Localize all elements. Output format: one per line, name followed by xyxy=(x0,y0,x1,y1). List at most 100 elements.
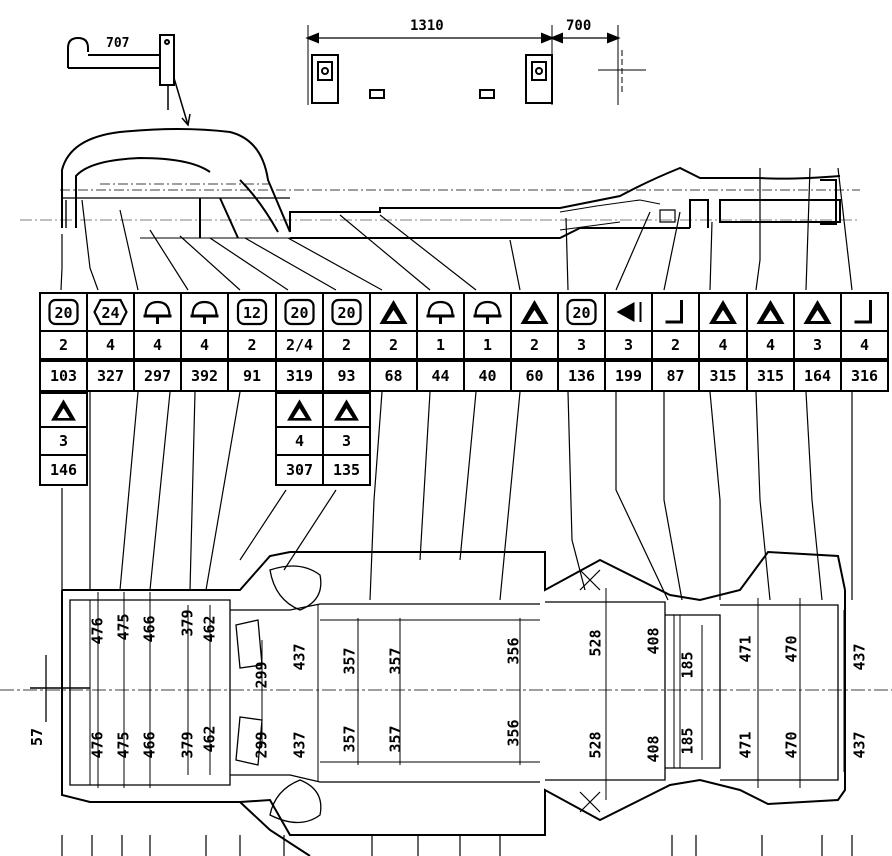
plan-dim-lower-12: 408 xyxy=(644,735,663,763)
table-number-8: 68 xyxy=(369,360,418,392)
table-quantity-10: 1 xyxy=(463,330,512,360)
triangle-icon xyxy=(379,300,408,324)
table-symbol-17 xyxy=(793,292,842,332)
plan-dim-upper-8: 357 xyxy=(340,647,359,675)
box-20-icon: 20 xyxy=(566,298,597,326)
plan-dim-upper-16: 437 xyxy=(850,643,869,671)
plan-dim-lower-3: 466 xyxy=(140,731,159,759)
box-20-icon: 20 xyxy=(331,298,362,326)
table-number-7: 93 xyxy=(322,360,371,392)
support-icon xyxy=(190,300,219,324)
table-symbol-8 xyxy=(369,292,418,332)
plan-dim-lower-6: 299 xyxy=(252,731,271,759)
plan-dim-upper-3: 466 xyxy=(140,615,159,643)
table-number-2: 327 xyxy=(86,360,135,392)
table-symbol-4 xyxy=(180,292,229,332)
table-number-6: 319 xyxy=(275,360,324,392)
table-number-11: 60 xyxy=(510,360,559,392)
support-icon xyxy=(426,300,455,324)
table-quantity-18: 4 xyxy=(840,330,889,360)
table-symbol-2: 24 xyxy=(86,292,135,332)
table-symbol-5: 12 xyxy=(227,292,277,332)
triangle-icon xyxy=(51,399,76,421)
plan-dim-upper-15: 470 xyxy=(782,635,801,663)
bracket-icon xyxy=(854,300,872,324)
table-symbol-3 xyxy=(133,292,182,332)
triangle-icon xyxy=(334,399,359,421)
leader-lines-bottom xyxy=(61,391,853,601)
plan-dim-lower-8: 357 xyxy=(340,725,359,753)
table-extra-number-3: 135 xyxy=(322,454,371,486)
table-quantity-13: 3 xyxy=(604,330,653,360)
leader-lines-top xyxy=(60,167,853,291)
plan-dim-upper-4: 379 xyxy=(178,609,197,637)
table-extra-symbol-2 xyxy=(275,392,324,428)
table-symbol-11 xyxy=(510,292,559,332)
plan-dim-upper-7: 437 xyxy=(290,643,309,671)
table-quantity-4: 4 xyxy=(180,330,229,360)
table-number-5: 91 xyxy=(227,360,277,392)
table-extra-symbol-3 xyxy=(322,392,371,428)
table-extra-quantity-3: 3 xyxy=(322,426,371,456)
triangle-icon xyxy=(803,300,832,324)
box-20-icon: 20 xyxy=(48,298,79,326)
table-symbol-10 xyxy=(463,292,512,332)
table-symbol-14 xyxy=(651,292,700,332)
dim-700: 700 xyxy=(566,18,592,34)
detail-hook xyxy=(67,34,191,127)
table-symbol-13 xyxy=(604,292,653,332)
svg-text:20: 20 xyxy=(54,304,72,322)
table-symbol-16 xyxy=(746,292,795,332)
svg-text:20: 20 xyxy=(290,304,308,322)
plan-dim-lower-11: 528 xyxy=(586,731,605,759)
dim-57: 57 xyxy=(28,727,47,747)
table-number-18: 316 xyxy=(840,360,889,392)
plan-dim-lower-15: 470 xyxy=(782,731,801,759)
table-symbol-6: 20 xyxy=(275,292,324,332)
plan-dim-upper-9: 357 xyxy=(386,647,405,675)
plan-dim-lower-13: 185 xyxy=(678,727,697,755)
bottom-stubs xyxy=(61,835,853,856)
table-symbol-15 xyxy=(698,292,748,332)
table-number-4: 392 xyxy=(180,360,229,392)
table-quantity-6: 2/4 xyxy=(275,330,324,360)
table-number-1: 103 xyxy=(39,360,88,392)
svg-text:20: 20 xyxy=(572,304,590,322)
table-quantity-12: 3 xyxy=(557,330,606,360)
plan-dimension-lines xyxy=(97,588,845,800)
table-quantity-16: 4 xyxy=(746,330,795,360)
table-quantity-3: 4 xyxy=(133,330,182,360)
hex-24-icon: 24 xyxy=(93,298,128,326)
table-symbol-12: 20 xyxy=(557,292,606,332)
plan-dim-lower-9: 357 xyxy=(386,725,405,753)
triangle-icon xyxy=(520,300,549,324)
svg-text:20: 20 xyxy=(337,304,355,322)
plan-dim-upper-11: 528 xyxy=(586,629,605,657)
table-number-3: 297 xyxy=(133,360,182,392)
dim-1310: 1310 xyxy=(410,18,444,34)
plan-dim-upper-5: 462 xyxy=(200,615,219,643)
box-20-icon: 20 xyxy=(284,298,315,326)
table-extra-quantity-1: 3 xyxy=(39,426,88,456)
svg-text:24: 24 xyxy=(101,304,119,322)
plan-dim-upper-13: 185 xyxy=(678,651,697,679)
bracket-icon xyxy=(665,300,683,324)
table-number-9: 44 xyxy=(416,360,465,392)
plan-dim-lower-14: 471 xyxy=(736,731,755,759)
table-quantity-15: 4 xyxy=(698,330,748,360)
svg-text:12: 12 xyxy=(243,304,261,322)
box-12-icon: 12 xyxy=(236,298,268,326)
table-extra-number-2: 307 xyxy=(275,454,324,486)
table-symbol-9 xyxy=(416,292,465,332)
table-quantity-9: 1 xyxy=(416,330,465,360)
table-quantity-14: 2 xyxy=(651,330,700,360)
plan-dim-upper-12: 408 xyxy=(644,627,663,655)
plan-dim-lower-16: 437 xyxy=(850,731,869,759)
table-quantity-17: 3 xyxy=(793,330,842,360)
table-number-13: 199 xyxy=(604,360,653,392)
support-icon xyxy=(473,300,502,324)
triangle-icon xyxy=(287,399,312,421)
wedge-icon xyxy=(616,302,642,322)
table-symbol-1: 20 xyxy=(39,292,88,332)
